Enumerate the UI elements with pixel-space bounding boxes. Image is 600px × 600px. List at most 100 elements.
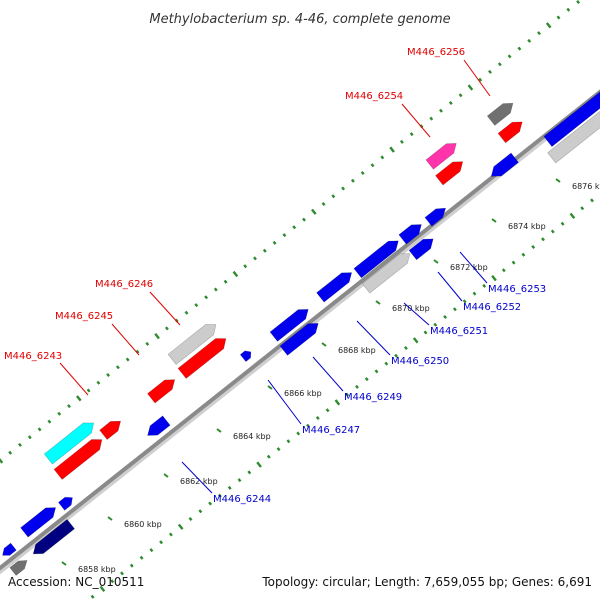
scale-tick-mark (555, 178, 561, 183)
tick-dot (75, 395, 82, 402)
gene-label-m446-6247[interactable]: M446_6247 (302, 425, 360, 436)
gene-label-m446-6245[interactable]: M446_6245 (55, 311, 113, 322)
scale-tick-label: 6874 kbp (508, 222, 546, 231)
tick-dot (537, 31, 541, 36)
label-leader-line (181, 461, 213, 494)
tick-dot (204, 295, 209, 300)
gene-feature-g15[interactable] (279, 319, 322, 356)
gene-feature-g18[interactable] (361, 249, 413, 294)
gene-feature-g03[interactable] (20, 503, 60, 538)
gene-label-m446-6246[interactable]: M446_6246 (95, 279, 153, 290)
label-leader-line (267, 379, 302, 425)
gene-label-m446-6254[interactable]: M446_6254 (345, 91, 403, 102)
tick-dot (232, 270, 239, 278)
tick-dot (135, 349, 140, 354)
tick-dot (370, 163, 375, 168)
gene-feature-g22[interactable] (425, 139, 460, 170)
tick-dot (129, 563, 134, 568)
tick-dot (57, 411, 62, 416)
tick-dot (491, 275, 497, 282)
gene-feature-g05[interactable] (57, 494, 75, 511)
gene-label-m446-6256[interactable]: M446_6256 (407, 47, 465, 58)
gene-feature-g06[interactable] (43, 418, 98, 465)
tick-dot (560, 221, 565, 226)
tick-dot (433, 322, 438, 327)
gene-feature-g14[interactable] (269, 305, 312, 342)
tick-dot (380, 155, 385, 160)
gene-label-m446-6253[interactable]: M446_6253 (488, 284, 546, 295)
tick-dot (384, 361, 389, 366)
tick-dot (550, 229, 555, 234)
scale-tick-mark (491, 218, 497, 223)
gene-label-m446-6244[interactable]: M446_6244 (213, 494, 271, 505)
tick-dot (315, 416, 320, 420)
tick-dot (286, 439, 291, 444)
tick-dot (497, 62, 502, 67)
tick-dot (389, 146, 395, 153)
gene-feature-g21[interactable] (424, 204, 449, 227)
tick-dot (27, 435, 32, 440)
gene-feature-g26[interactable] (497, 117, 526, 144)
scale-tick-label: 6872 kbp (450, 263, 488, 272)
genome-summary-text: Topology: circular; Length: 7,659,055 bp… (261, 575, 592, 589)
tick-dot (188, 517, 193, 521)
tick-dot (443, 315, 448, 319)
gene-feature-g02[interactable] (9, 556, 30, 576)
gene-feature-g07[interactable] (53, 435, 106, 480)
scale-tick-mark (433, 259, 439, 264)
gene-feature-g25[interactable] (486, 99, 516, 126)
tick-dot (154, 333, 160, 340)
gene-feature-g28[interactable] (547, 103, 600, 164)
tick-dot (164, 326, 169, 331)
label-leader-line (149, 291, 181, 326)
gene-feature-g13[interactable] (239, 348, 253, 363)
tick-dot (223, 279, 228, 284)
tick-dot (227, 485, 232, 490)
gene-feature-g19[interactable] (398, 220, 425, 245)
tick-dot (213, 287, 218, 292)
gene-feature-g08[interactable] (99, 416, 125, 440)
tick-dot (374, 369, 379, 374)
gene-feature-g12[interactable] (177, 334, 230, 379)
gene-label-m446-6252[interactable]: M446_6252 (463, 302, 521, 313)
tick-dot (37, 427, 42, 432)
scale-tick-mark (216, 428, 222, 433)
map-title: Methylobacterium sp. 4-46, complete geno… (149, 12, 450, 27)
gene-feature-g10[interactable] (147, 375, 179, 404)
tick-dot (262, 248, 267, 253)
tick-dot (149, 548, 154, 553)
gene-feature-g24[interactable] (488, 152, 519, 181)
tick-dot (194, 303, 199, 308)
scale-tick-mark (107, 516, 113, 521)
gene-label-m446-6251[interactable]: M446_6251 (430, 326, 488, 337)
tick-dot (409, 132, 414, 137)
tick-dot (272, 240, 277, 245)
gene-label-m446-6250[interactable]: M446_6250 (391, 356, 449, 367)
tick-dot (467, 84, 474, 91)
tick-dot (488, 69, 492, 74)
gene-label-m446-6243[interactable]: M446_6243 (4, 351, 62, 362)
tick-dot (423, 330, 428, 335)
gene-feature-g01[interactable] (0, 542, 17, 559)
gene-feature-g11[interactable] (167, 320, 220, 365)
gene-feature-g16[interactable] (316, 268, 356, 303)
gene-feature-g17[interactable] (353, 236, 402, 279)
gene-feature-g23[interactable] (435, 157, 467, 186)
scale-tick-label: 6860 kbp (124, 520, 162, 529)
tick-dot (580, 206, 585, 211)
gene-feature-g04[interactable] (29, 518, 75, 558)
tick-dot (482, 283, 487, 288)
tick-dot (458, 93, 463, 98)
tick-dot (159, 540, 164, 545)
gene-feature-g09[interactable] (144, 415, 171, 440)
gene-feature-g20[interactable] (408, 234, 437, 261)
scale-tick-mark (267, 385, 273, 390)
scale-tick-mark (375, 300, 381, 305)
tick-dot (115, 365, 120, 370)
gene-label-m446-6249[interactable]: M446_6249 (344, 392, 402, 403)
scale-tick-mark (321, 342, 327, 347)
label-leader-line (459, 251, 488, 284)
gene-feature-g27[interactable] (543, 85, 600, 148)
